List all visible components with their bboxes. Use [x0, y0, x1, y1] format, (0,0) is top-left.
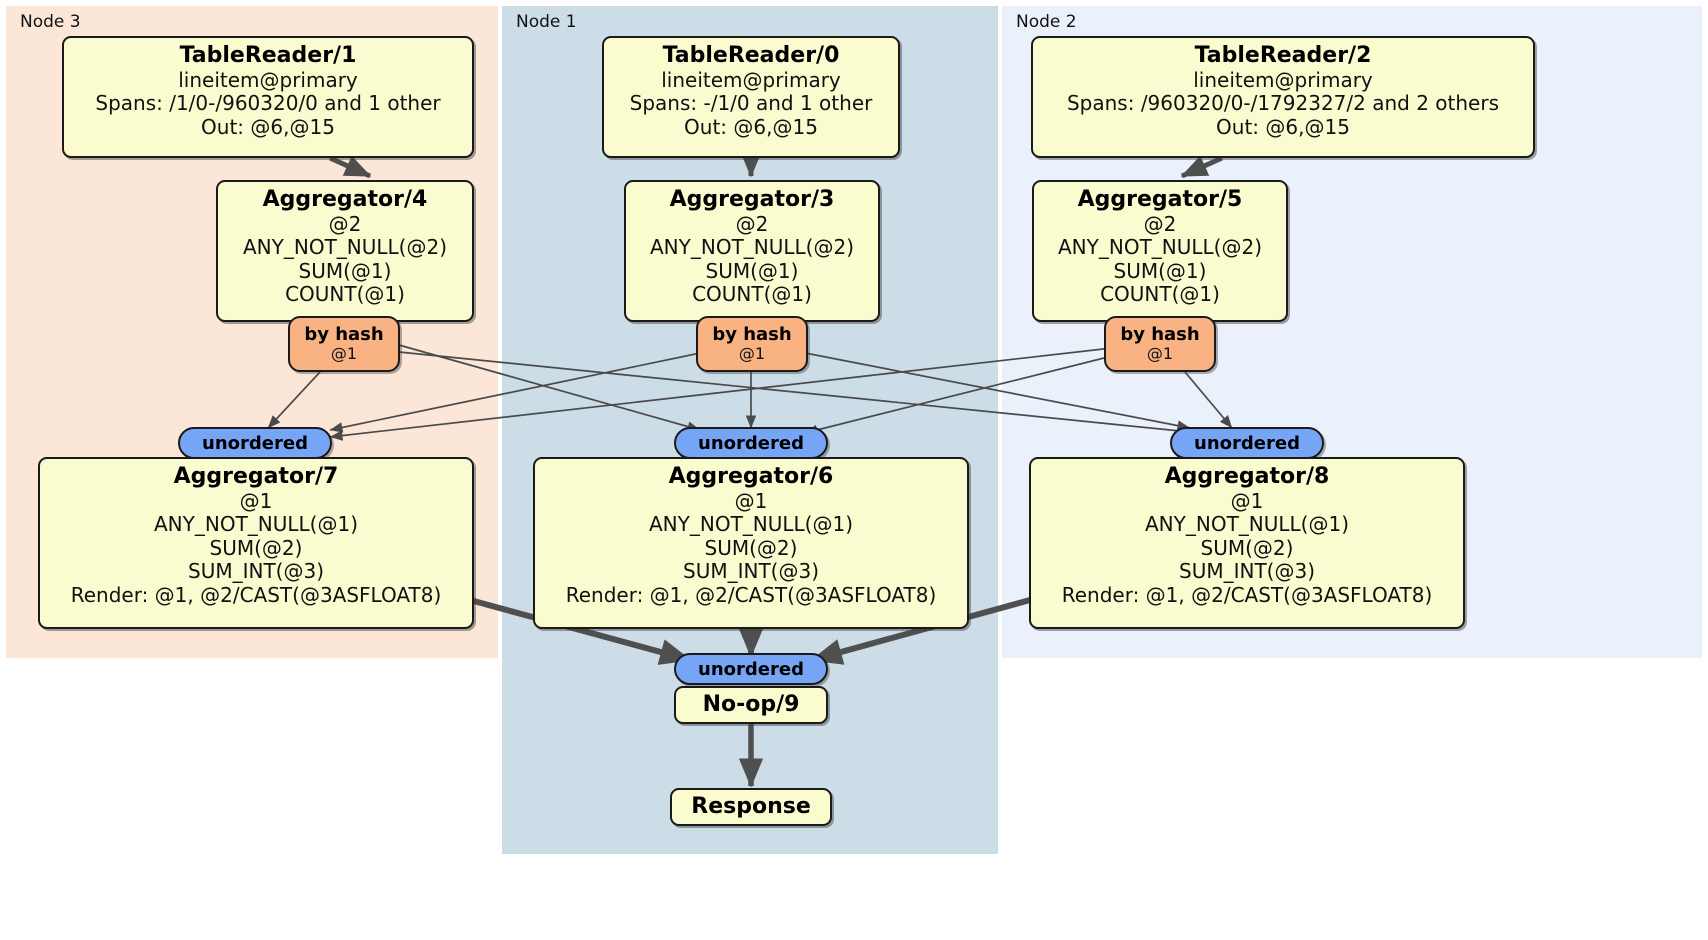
output-router-by-hash-right[interactable]: by hash @1: [1104, 316, 1216, 372]
sync-label: unordered: [1194, 432, 1300, 454]
sync-label: unordered: [698, 658, 804, 680]
processor-detail-line: ANY_NOT_NULL(@1): [154, 512, 358, 537]
processor-detail-line: @2: [328, 211, 362, 236]
processor-detail-line: Spans: /1/0-/960320/0 and 1 other: [95, 91, 441, 116]
processor-aggregator-3[interactable]: Aggregator/3 @2 ANY_NOT_NULL(@2) SUM(@1)…: [624, 180, 880, 322]
processor-detail-line: COUNT(@1): [1100, 282, 1220, 307]
processor-noop-9[interactable]: No-op/9: [674, 686, 828, 724]
processor-detail-line: @2: [735, 211, 769, 236]
router-column-label: @1: [1146, 344, 1174, 364]
processor-detail-line: @1: [734, 488, 768, 513]
processor-detail-line: COUNT(@1): [285, 282, 405, 307]
router-column-label: @1: [738, 344, 766, 364]
processor-aggregator-5[interactable]: Aggregator/5 @2 ANY_NOT_NULL(@2) SUM(@1)…: [1032, 180, 1288, 322]
processor-aggregator-4[interactable]: Aggregator/4 @2 ANY_NOT_NULL(@2) SUM(@1)…: [216, 180, 474, 322]
processor-detail-line: Out: @6,@15: [201, 114, 335, 139]
processor-title: TableReader/2: [1194, 43, 1372, 68]
processor-detail-line: @1: [239, 488, 273, 513]
processor-detail-line: Spans: -/1/0 and 1 other: [629, 91, 873, 116]
processor-detail-line: SUM_INT(@3): [683, 559, 819, 584]
processor-title: TableReader/1: [179, 43, 357, 68]
processor-detail-line: @1: [1230, 488, 1264, 513]
processor-title: Aggregator/6: [668, 464, 834, 489]
node-label-node2: Node 2: [1016, 12, 1077, 32]
processor-detail-line: ANY_NOT_NULL(@2): [243, 235, 447, 260]
processor-detail-line: SUM(@1): [298, 258, 392, 283]
processor-detail-line: COUNT(@1): [692, 282, 812, 307]
processor-title: Aggregator/5: [1077, 187, 1243, 212]
router-kind-label: by hash: [304, 324, 384, 346]
input-sync-unordered-right[interactable]: unordered: [1170, 427, 1324, 459]
processor-aggregator-8[interactable]: Aggregator/8 @1 ANY_NOT_NULL(@1) SUM(@2)…: [1029, 457, 1465, 629]
router-kind-label: by hash: [1120, 324, 1200, 346]
processor-render-line: Render: @1, @2/CAST(@3ASFLOAT8): [70, 583, 442, 607]
processor-title: Aggregator/3: [669, 187, 835, 212]
sync-label: unordered: [698, 432, 804, 454]
processor-title: Aggregator/8: [1164, 464, 1330, 489]
output-router-by-hash-center[interactable]: by hash @1: [696, 316, 808, 372]
processor-detail-line: SUM_INT(@3): [188, 559, 324, 584]
processor-title: Aggregator/4: [262, 187, 428, 212]
processor-detail-line: SUM(@1): [1113, 258, 1207, 283]
processor-detail-line: Spans: /960320/0-/1792327/2 and 2 others: [1066, 91, 1499, 116]
processor-detail-line: SUM(@2): [1200, 535, 1294, 560]
processor-detail-line: Out: @6,@15: [684, 114, 818, 139]
node-label-node3: Node 3: [20, 12, 81, 32]
processor-detail-line: @2: [1143, 211, 1177, 236]
sync-label: unordered: [202, 432, 308, 454]
processor-table-reader-1[interactable]: TableReader/1 lineitem@primary Spans: /1…: [62, 36, 474, 158]
processor-detail-line: SUM(@1): [705, 258, 799, 283]
processor-detail-line: ANY_NOT_NULL(@2): [650, 235, 854, 260]
processor-title: Aggregator/7: [173, 464, 339, 489]
processor-detail-line: SUM(@2): [704, 535, 798, 560]
input-sync-unordered-center[interactable]: unordered: [674, 427, 828, 459]
processor-detail-line: Out: @6,@15: [1216, 114, 1350, 139]
processor-detail-line: ANY_NOT_NULL(@1): [649, 512, 853, 537]
processor-detail-line: ANY_NOT_NULL(@1): [1145, 512, 1349, 537]
processor-aggregator-6[interactable]: Aggregator/6 @1 ANY_NOT_NULL(@1) SUM(@2)…: [533, 457, 969, 629]
node-label-node1: Node 1: [516, 12, 577, 32]
processor-detail-line: lineitem@primary: [1193, 67, 1373, 92]
processor-aggregator-7[interactable]: Aggregator/7 @1 ANY_NOT_NULL(@1) SUM(@2)…: [38, 457, 474, 629]
processor-title: TableReader/0: [662, 43, 840, 68]
processor-detail-line: SUM(@2): [209, 535, 303, 560]
processor-detail-line: lineitem@primary: [178, 67, 358, 92]
processor-render-line: Render: @1, @2/CAST(@3ASFLOAT8): [1061, 583, 1433, 607]
processor-response[interactable]: Response: [670, 788, 832, 826]
input-sync-unordered-left[interactable]: unordered: [178, 427, 332, 459]
processor-render-line: Render: @1, @2/CAST(@3ASFLOAT8): [565, 583, 937, 607]
processor-table-reader-0[interactable]: TableReader/0 lineitem@primary Spans: -/…: [602, 36, 900, 158]
processor-title: No-op/9: [702, 691, 800, 717]
processor-detail-line: ANY_NOT_NULL(@2): [1058, 235, 1262, 260]
processor-title: Response: [691, 793, 811, 819]
output-router-by-hash-left[interactable]: by hash @1: [288, 316, 400, 372]
input-sync-unordered-final[interactable]: unordered: [674, 653, 828, 685]
router-column-label: @1: [330, 344, 358, 364]
processor-detail-line: lineitem@primary: [661, 67, 841, 92]
processor-detail-line: SUM_INT(@3): [1179, 559, 1315, 584]
processor-table-reader-2[interactable]: TableReader/2 lineitem@primary Spans: /9…: [1031, 36, 1535, 158]
router-kind-label: by hash: [712, 324, 792, 346]
